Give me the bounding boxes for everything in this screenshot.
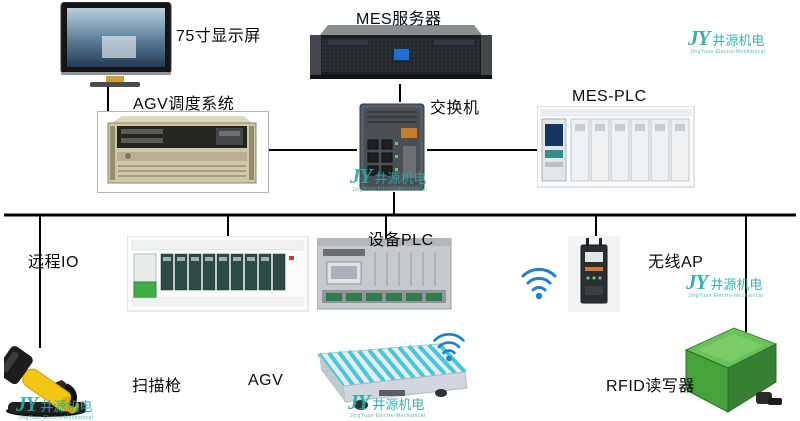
mes-plc-image xyxy=(536,105,695,188)
remote-io-image xyxy=(126,235,309,312)
switch-label: 交换机 xyxy=(430,100,480,117)
agv-system-label: AGV调度系统 xyxy=(133,96,235,113)
agv-label: AGV xyxy=(248,372,284,389)
wifi-icon xyxy=(520,262,558,304)
remote-io-label: 远程IO xyxy=(28,254,79,271)
wireless-ap-image xyxy=(568,236,620,312)
device-plc-label: 设备PLC xyxy=(368,232,434,249)
scanner-image xyxy=(0,328,124,418)
wireless-ap-label: 无线AP xyxy=(648,254,704,271)
mes-server-image xyxy=(308,22,494,84)
agv-system-image xyxy=(107,116,257,184)
agv-system-box xyxy=(97,111,269,193)
display-label: 75寸显示屏 xyxy=(176,28,261,45)
scanner-label: 扫描枪 xyxy=(132,378,182,395)
agv-image xyxy=(291,338,469,416)
rfid-label: RFID读写器 xyxy=(606,378,695,395)
wifi-icon xyxy=(432,328,466,366)
rfid-image xyxy=(676,320,784,418)
display-image xyxy=(60,1,172,92)
mes-plc-label: MES-PLC xyxy=(572,88,647,105)
mes-server-label: MES服务器 xyxy=(356,11,442,28)
